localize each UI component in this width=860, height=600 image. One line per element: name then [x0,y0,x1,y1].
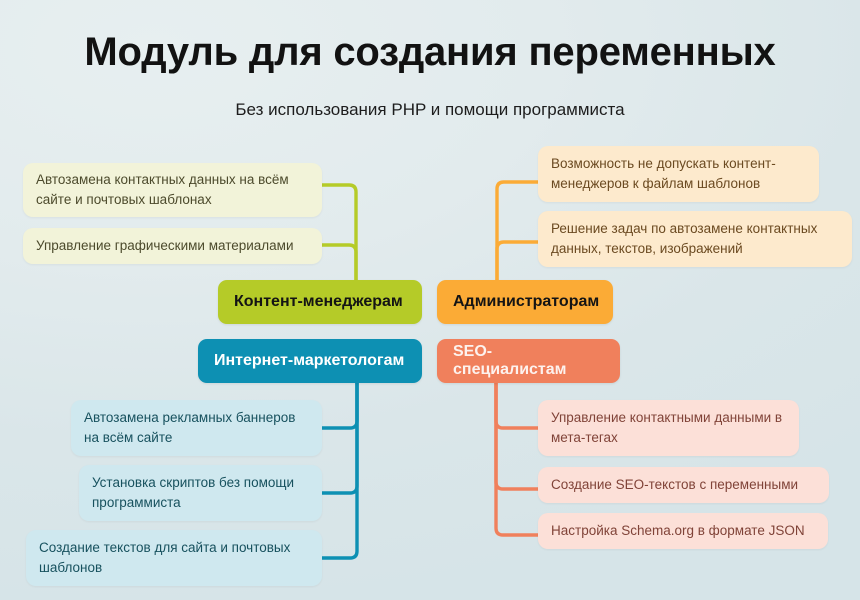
card-text: Автозамена контактных данных на всём сай… [36,172,289,207]
card-text: Установка скриптов без помощи программис… [92,475,295,510]
list-item[interactable]: Создание текстов для сайта и почтовых ша… [26,530,322,586]
category-content-managers[interactable]: Контент-менеджерам [218,280,422,324]
card-text: Создание SEO-текстов с переменными [551,477,799,493]
list-item[interactable]: Создание SEO-текстов с переменными [538,467,829,503]
category-label: SEO-специалистам [453,343,567,378]
list-item[interactable]: Автозамена контактных данных на всём сай… [23,163,322,217]
list-item[interactable]: Управление контактными данными в мета-те… [538,400,799,456]
list-item[interactable]: Управление графическими материалами [23,228,322,264]
card-text: Создание текстов для сайта и почтовых ша… [39,540,291,575]
page-title: Модуль для создания переменных [84,30,776,74]
category-label: Контент-менеджерам [234,293,403,310]
page-subtitle: Без использования PHP и помощи программи… [235,100,625,119]
category-seo-specialists[interactable]: SEO-специалистам [437,339,620,383]
list-item[interactable]: Автозамена рекламных баннеров на всём са… [71,400,322,456]
card-text: Управление графическими материалами [36,238,294,254]
card-text: Решение задач по автозамене контактных д… [551,221,818,256]
list-item[interactable]: Настройка Schema.org в формате JSON [538,513,828,549]
category-internet-marketers[interactable]: Интернет-маркетологам [198,339,422,383]
card-text: Настройка Schema.org в формате JSON [551,523,805,539]
category-label: Администраторам [453,293,600,310]
card-text: Возможность не допускать контент-менедже… [551,156,776,191]
list-item[interactable]: Установка скриптов без помощи программис… [79,465,322,521]
card-text: Управление контактными данными в мета-те… [551,410,783,445]
list-item[interactable]: Решение задач по автозамене контактных д… [538,211,852,267]
list-item[interactable]: Возможность не допускать контент-менедже… [538,146,819,202]
category-administrators[interactable]: Администраторам [437,280,613,324]
category-label: Интернет-маркетологам [214,352,405,369]
card-text: Автозамена рекламных баннеров на всём са… [84,410,296,445]
